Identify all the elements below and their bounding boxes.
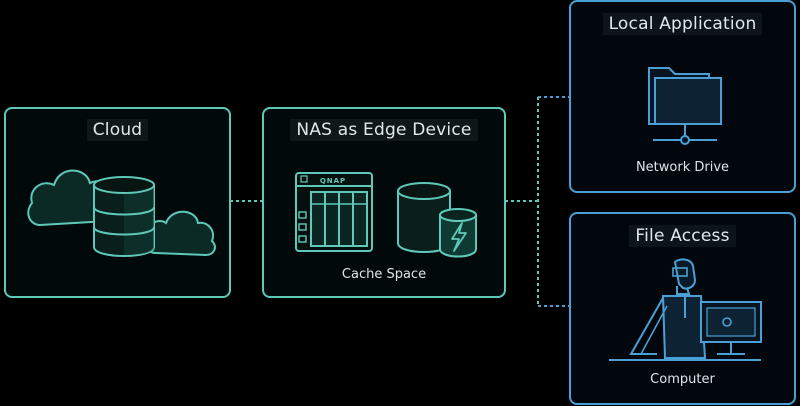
cloud-title: Cloud <box>86 119 149 141</box>
person-computer-icon <box>609 258 762 361</box>
file-access-title: File Access <box>629 225 736 247</box>
local-application-box: Local Application Network Drive <box>569 0 796 193</box>
file-access-box: File Access Computer <box>569 212 796 405</box>
ssd-cache-icon <box>397 182 477 258</box>
nas-brand-label: QNAP <box>320 177 346 185</box>
local-application-title: Local Application <box>602 13 763 35</box>
edge-device-box: NAS as Edge Device QNAP Cache Space <box>262 107 506 298</box>
folder-network-icon <box>648 67 722 145</box>
computer-caption: Computer <box>650 372 715 387</box>
nas-device-icon: QNAP <box>295 172 373 252</box>
database-icon <box>93 176 155 257</box>
network-drive-caption: Network Drive <box>635 160 730 175</box>
cache-space-caption: Cache Space <box>341 267 427 282</box>
edge-device-title: NAS as Edge Device <box>290 119 478 141</box>
cloud-box: Cloud <box>4 107 231 298</box>
